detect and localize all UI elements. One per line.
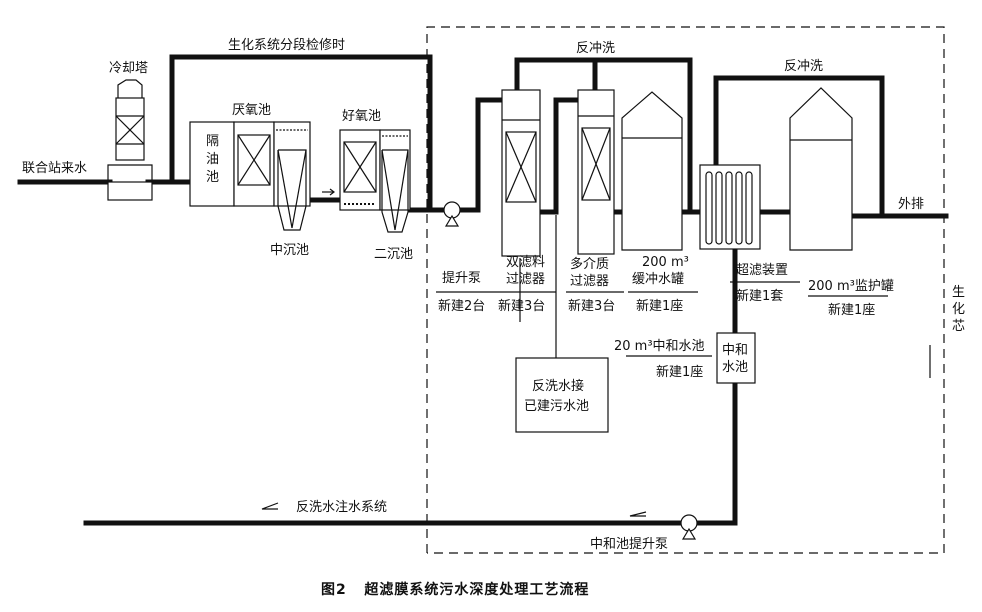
flow-arrow-head — [329, 188, 335, 196]
monitor-tank — [789, 87, 853, 251]
injection-arrow — [261, 502, 279, 510]
label-neutral-pool: 中和 水池 — [722, 343, 752, 375]
label-neutral-pool-capacity: 20 m³中和水池 — [614, 339, 705, 354]
pipe-dual-to-multi-filter — [537, 97, 581, 215]
label-uf-device-new: 新建1套 — [736, 288, 783, 304]
label-backwash-injection: 反洗水注水系统 — [296, 500, 387, 515]
cooling-tower — [107, 79, 153, 201]
label-secondary-settling: 二沉池 — [374, 247, 413, 262]
label-neutral-pump: 中和池提升泵 — [590, 536, 668, 552]
mid-settling-tank — [273, 121, 311, 231]
label-lift-pump: 提升泵 — [442, 270, 481, 286]
label-mid-settling: 中沉池 — [270, 243, 309, 258]
label-oil-separator: 隔 油 池 — [206, 134, 223, 185]
label-multi-filter: 多介质 过滤器 — [570, 256, 613, 289]
label-monitor-tank: 200 m³监护罐 — [808, 279, 894, 294]
label-neutral-pool-new: 新建1座 — [656, 364, 703, 380]
neutral-pool — [716, 332, 756, 384]
backwash-filters-pipe — [514, 57, 693, 215]
label-maintenance: 生化系统分段检修时 — [228, 38, 345, 53]
secondary-settling-tank — [379, 129, 411, 233]
maintenance-bypass-pipe — [169, 54, 433, 213]
label-monitor-tank-new: 新建1座 — [828, 302, 875, 318]
neutral-pool-lift-pump — [680, 514, 698, 540]
label-aerobic: 好氧池 — [342, 109, 381, 124]
dual-media-filter — [501, 89, 541, 257]
label-dual-filter-new: 新建3台 — [498, 298, 545, 314]
aerobic-tank — [339, 129, 381, 211]
label-dual-filter: 双滤料 过滤器 — [506, 255, 549, 287]
label-backwash-1: 反冲洗 — [576, 41, 615, 56]
anaerobic-tank — [233, 121, 275, 207]
multi-media-filter — [577, 89, 615, 255]
backwash-sewage-box — [515, 357, 609, 433]
label-bio-core: 生 化 芯 — [952, 285, 969, 334]
pipe-neutral-pool-down — [695, 381, 738, 526]
ultrafiltration-device — [699, 164, 761, 250]
pipe-pump-to-dual-filter — [457, 97, 505, 213]
new-construction-boundary — [426, 26, 945, 554]
figure-caption: 图2 超滤膜系统污水深度处理工艺流程 — [321, 581, 589, 598]
label-cooling-tower: 冷却塔 — [109, 61, 148, 76]
label-buffer-tank: 200 m³ 缓冲水罐 — [632, 255, 693, 287]
label-anaerobic: 厌氧池 — [232, 103, 271, 118]
backwash-uf-pipe — [713, 75, 885, 219]
label-lift-pump-new: 新建2台 — [438, 298, 485, 314]
label-multi-filter-new: 新建3台 — [568, 298, 615, 314]
label-buffer-tank-new: 新建1座 — [636, 298, 683, 314]
label-discharge: 外排 — [898, 197, 924, 212]
lift-pump — [443, 201, 461, 227]
label-uf-device: 超滤装置 — [736, 263, 788, 278]
buffer-tank — [621, 91, 683, 251]
label-backwash-to-sewage: 反洗水接 已建污水池 — [524, 378, 589, 414]
label-inflow: 联合站来水 — [22, 161, 87, 176]
label-backwash-2: 反冲洗 — [784, 59, 823, 74]
return-arrow — [629, 511, 647, 517]
